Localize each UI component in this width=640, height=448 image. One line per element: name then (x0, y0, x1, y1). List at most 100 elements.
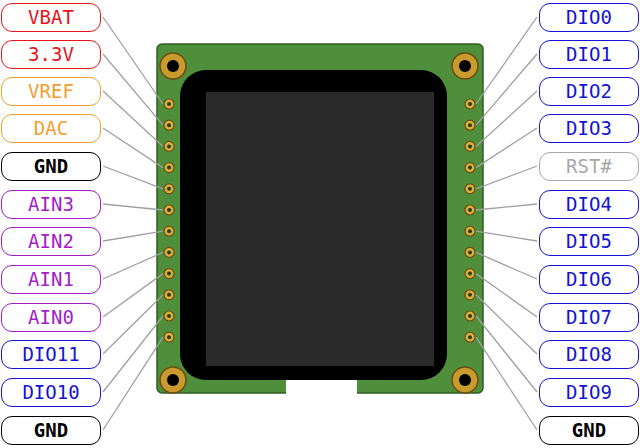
pin-pad (164, 226, 174, 236)
pin-label: DIO7 (539, 303, 639, 332)
pin-pad (164, 184, 174, 194)
pin-label: DIO3 (539, 114, 639, 143)
pin-name: VREF (28, 80, 74, 102)
pin-pad (164, 290, 174, 300)
pin-hole (167, 250, 171, 254)
pin-name: DIO11 (22, 343, 79, 365)
pin-pad (164, 163, 174, 173)
leader-line (476, 17, 537, 104)
pin-name: 3.3V (28, 43, 74, 65)
pin-hole (167, 229, 171, 233)
pin-hole (167, 272, 171, 276)
pin-label: RST# (539, 152, 639, 181)
pin-pad (465, 290, 475, 300)
pin-name: RST# (566, 155, 612, 177)
pin-label: GND (539, 416, 639, 445)
leader-line (103, 295, 163, 354)
pin-pad (465, 226, 475, 236)
pin-name: GND (34, 419, 68, 441)
pin-name: DIO5 (566, 230, 612, 252)
pin-hole (468, 314, 472, 318)
pin-label: DIO10 (1, 378, 101, 407)
leader-line (103, 316, 163, 392)
leader-line (103, 54, 163, 125)
pin-label: DIO5 (539, 227, 639, 256)
pin-pad (465, 247, 475, 257)
leader-line (476, 128, 537, 168)
pin-pad (164, 269, 174, 279)
pin-label: DIO1 (539, 40, 639, 69)
pin-label: VREF (1, 77, 101, 106)
pin-name: DAC (34, 117, 68, 139)
pin-pad (465, 311, 475, 321)
pin-name: DIO10 (22, 381, 79, 403)
pin-hole (167, 123, 171, 127)
leader-line (476, 274, 537, 317)
pin-name: AIN3 (28, 193, 74, 215)
pin-label: AIN3 (1, 190, 101, 219)
pin-pad (465, 141, 475, 151)
leader-line (103, 204, 163, 210)
pin-hole (468, 187, 472, 191)
pin-label: VBAT (1, 3, 101, 32)
pin-pad (465, 205, 475, 215)
pin-hole (468, 272, 472, 276)
pin-name: DIO9 (566, 381, 612, 403)
pin-pad (164, 120, 174, 130)
pin-name: VBAT (28, 6, 74, 28)
pin-hole (167, 144, 171, 148)
leader-line (103, 91, 163, 146)
pin-name: DIO2 (566, 80, 612, 102)
pin-label: DAC (1, 114, 101, 143)
pin-hole (167, 187, 171, 191)
pin-pad (164, 311, 174, 321)
pin-hole (468, 250, 472, 254)
pin-label: AIN0 (1, 303, 101, 332)
pin-pad (164, 99, 174, 109)
pin-label: DIO2 (539, 77, 639, 106)
leader-line (103, 231, 163, 241)
pin-name: DIO1 (566, 43, 612, 65)
pin-pad (465, 332, 475, 342)
pin-name: DIO0 (566, 6, 612, 28)
pin-name: DIO3 (566, 117, 612, 139)
pin-label: DIO0 (539, 3, 639, 32)
pin-pad (465, 184, 475, 194)
leader-line (103, 17, 163, 104)
pin-hole (167, 208, 171, 212)
pin-hole (468, 229, 472, 233)
display-bezel (180, 70, 447, 380)
leader-line (103, 274, 163, 317)
leader-line (476, 204, 537, 210)
pin-label: AIN2 (1, 227, 101, 256)
board-notch (286, 378, 357, 398)
pin-name: AIN2 (28, 230, 74, 252)
pin-hole (468, 102, 472, 106)
pin-hole (167, 102, 171, 106)
pcb-board (157, 44, 483, 393)
pin-name: DIO4 (566, 193, 612, 215)
pin-hole (468, 144, 472, 148)
leader-line (476, 231, 537, 241)
pin-hole (167, 293, 171, 297)
pin-name: DIO6 (566, 268, 612, 290)
pin-label: DIO8 (539, 340, 639, 369)
leader-line (103, 252, 163, 279)
pin-hole (468, 208, 472, 212)
pin-pad (164, 247, 174, 257)
leader-line (103, 337, 163, 430)
pin-name: DIO7 (566, 306, 612, 328)
pin-hole (167, 335, 171, 339)
pin-pad (465, 99, 475, 109)
pin-hole (468, 123, 472, 127)
pin-hole (468, 335, 472, 339)
leader-line (476, 337, 537, 430)
display-area (206, 92, 434, 366)
pin-pad (465, 120, 475, 130)
pin-label: DIO6 (539, 265, 639, 294)
pin-name: AIN0 (28, 306, 74, 328)
pin-pad (465, 269, 475, 279)
pin-pad (164, 332, 174, 342)
header-pins (164, 99, 475, 342)
